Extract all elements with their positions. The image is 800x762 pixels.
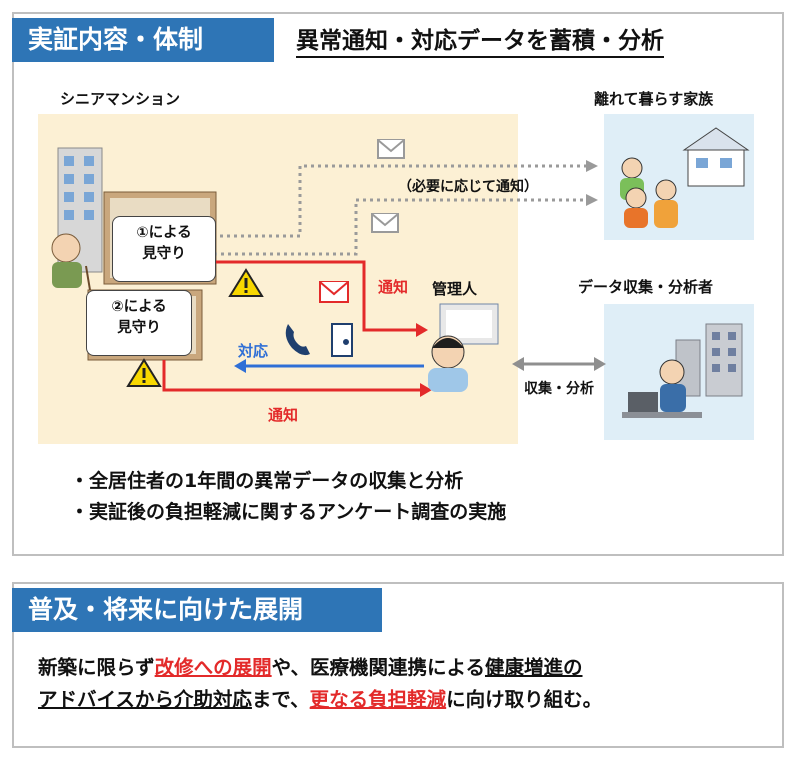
text-part: 新築に限らず [38,656,155,679]
collect-analyze-arrow [512,357,606,371]
highlight-renovation: 改修への展開 [154,656,272,679]
section-tag-future: 普及・将来に向けた展開 [12,588,382,632]
manager-label: 管理人 [432,280,478,298]
highlight-advice: アドバイスから介助対応 [38,688,252,711]
future-description: 新築に限らず改修への展開や、医療機関連携による健康増進の アドバイスから介助対応… [38,652,768,716]
house-icon [682,127,750,187]
family-label: 離れて暮らす家族 [594,90,714,108]
response-label: 対応 [238,342,269,360]
envelope-icon-gray [371,139,405,233]
optional-notify-arrowhead-1 [586,160,598,172]
bubble-monitoring-1: ①による 見守り [112,216,216,282]
bullet-item: ・全居住者の1年間の異常データの収集と分析 [70,470,464,492]
optional-notify-arrowhead-2 [586,194,598,206]
notify-label-2: 通知 [268,406,299,424]
bubble2-line1: ②による [111,299,167,315]
bullet-item: ・実証後の負担軽減に関するアンケート調査の実施 [70,501,507,523]
elderly-person-icon [51,233,91,291]
bubble-monitoring-2: ②による 見守り [86,290,192,356]
highlight-health: 健康増進の [484,656,583,679]
notify-when-needed-label: （必要に応じて通知） [398,179,538,195]
warning-icon-2 [126,358,162,387]
headline: 異常通知・対応データを蓄積・分析 [296,26,664,58]
family-illustration-icon [620,157,678,228]
office-building-icon [675,323,743,397]
section-tag-implementation: 実証内容・体制 [12,18,274,62]
senior-mansion-label: シニアマンション [60,90,181,108]
notify-arrowhead-1 [416,323,428,337]
notify-arrows-red [162,260,420,392]
highlight-burden-reduction: 更なる負担軽減 [309,688,447,711]
analyst-person-icon [622,359,702,418]
optional-notify-lines [200,164,586,256]
door-intercom-icon [331,323,353,357]
bubble1-line2: 見守り [142,246,186,262]
analyst-label: データ収集・分析者 [578,278,714,296]
phone-icon [285,324,310,356]
text-part: に向け取り組む。 [446,688,603,711]
response-arrowhead [234,359,246,373]
text-part: まで、 [251,688,310,711]
notify-label-1: 通知 [378,278,409,296]
text-part: や、医療機関連携による [271,656,485,679]
warning-icon [228,268,264,297]
manager-person-icon [428,303,499,392]
bullet-list: ・全居住者の1年間の異常データの収集と分析 ・実証後の負担軽減に関するアンケート… [70,466,506,528]
bubble1-line1: ①による [136,225,192,241]
collect-analyze-label: 収集・分析 [524,381,594,397]
envelope-icon-red [319,281,349,303]
bubble2-line2: 見守り [117,320,161,336]
notify-arrowhead-2 [420,383,432,397]
